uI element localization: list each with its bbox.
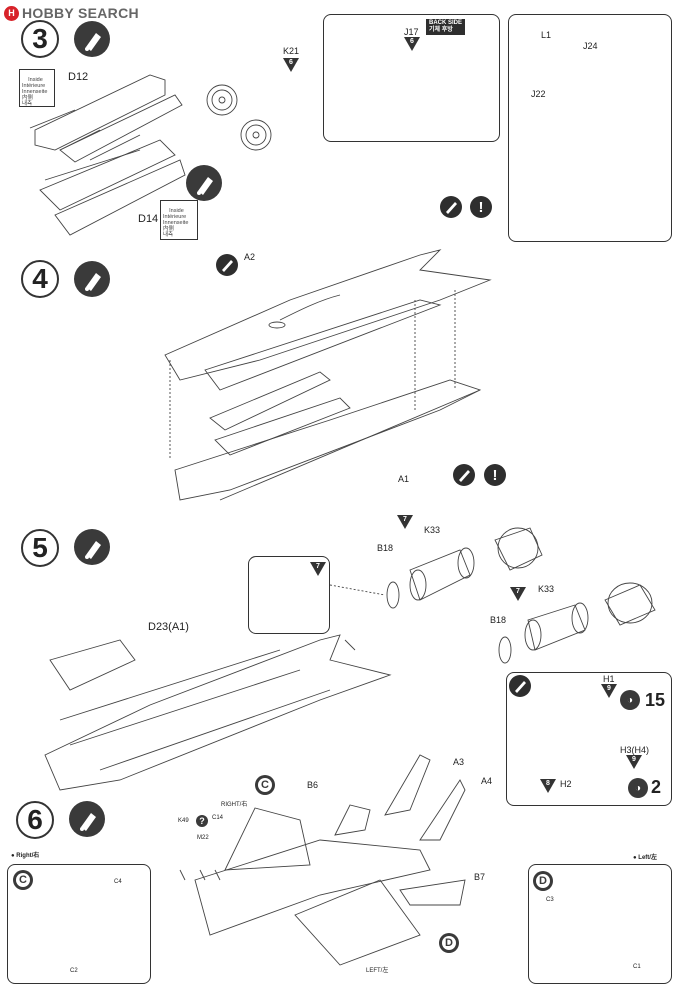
- color-triangle-h1: 9: [601, 684, 617, 698]
- part-label-m22: M22: [197, 835, 209, 841]
- cement-icon: [74, 261, 110, 297]
- part-label-c14: C14: [212, 815, 224, 821]
- nose-inset-box: [508, 14, 672, 242]
- step-6-badge: 6: [16, 801, 54, 839]
- color-triangle-inset: 7: [310, 562, 326, 576]
- step-number: 5: [32, 532, 48, 563]
- watermark-text: HOBBY SEARCH: [22, 5, 139, 21]
- cement-icon: [74, 21, 110, 57]
- right-side-label: RIGHT/右: [221, 802, 248, 808]
- backside-label: BACK SIDE 기체 후방: [426, 19, 466, 35]
- part-label-c4: C4: [114, 879, 122, 885]
- part-label-k33: K33: [424, 525, 441, 535]
- color-triangle-h3: 9: [626, 755, 642, 769]
- step5-fuselage: [44, 634, 392, 791]
- step-3-badge: 3: [21, 20, 59, 58]
- step4-fuselage: [164, 249, 492, 501]
- subassembly-c-marker: C: [255, 775, 275, 795]
- warning-icon: !: [470, 196, 492, 218]
- inside-note-text: Inside Intérieure Innenseite 内侧 내측: [163, 208, 189, 238]
- step3-intake-parts: [29, 74, 186, 236]
- step3-wheels: [206, 84, 272, 151]
- right-box-title: ● Right/右: [11, 853, 40, 859]
- subassembly-d-marker: D: [533, 871, 553, 891]
- step5-nozzles: [386, 527, 656, 664]
- part-label-k33: K33: [538, 584, 555, 594]
- part-label-d23: D23(A1): [148, 621, 189, 633]
- inside-note-text: Inside Intérieure Innenseite 内侧 내측: [22, 77, 48, 107]
- subassembly-d-marker: D: [439, 933, 459, 953]
- color-triangle-k21: 6: [283, 58, 299, 72]
- part-label-j17: J17: [404, 27, 419, 37]
- part-label-j24: J24: [583, 41, 598, 51]
- part-label-h1: H1: [603, 674, 615, 684]
- part-label-c1: C1: [633, 964, 641, 970]
- part-label-c3: C3: [546, 897, 554, 903]
- part-label-j22: J22: [531, 89, 546, 99]
- decal-icon: ◑: [628, 778, 648, 798]
- decal-number-2: 2: [651, 777, 662, 797]
- color-triangle-j17: 6: [404, 37, 420, 51]
- left-box-title: ● Left/左: [633, 855, 657, 861]
- cement-icon: [69, 801, 105, 837]
- subassembly-c-marker: C: [13, 870, 33, 890]
- part-label-b18: B18: [490, 615, 507, 625]
- part-label-l1: L1: [541, 30, 552, 40]
- left-side-label: LEFT/左: [366, 968, 389, 974]
- inside-note-2: Inside Intérieure Innenseite 内侧 내측: [160, 200, 198, 240]
- part-label-h3: H3(H4): [620, 745, 650, 755]
- decal-icon: ◑: [620, 690, 640, 710]
- exhaust-inset-box: [506, 672, 672, 806]
- question-icon: ?: [196, 815, 208, 827]
- part-label-d12: D12: [68, 71, 89, 83]
- backside-inset-box: [323, 14, 500, 142]
- step6-aircraft: [179, 754, 466, 966]
- knife-icon: [453, 464, 475, 486]
- step-number: 3: [32, 23, 48, 54]
- part-label-c2: C2: [70, 968, 78, 974]
- part-label-h2: H2: [560, 779, 572, 789]
- knife-icon: [216, 254, 238, 276]
- color-triangle-k33: 7: [397, 515, 413, 529]
- part-label-a2: A2: [244, 252, 256, 262]
- part-label-a3: A3: [453, 757, 465, 767]
- knife-icon: [509, 675, 531, 697]
- warning-icon: !: [484, 464, 506, 486]
- inside-note-1: Inside Intérieure Innenseite 内侧 내측: [19, 69, 55, 107]
- cement-icon: [74, 529, 110, 565]
- part-label-b6: B6: [307, 780, 319, 790]
- part-label-k21: K21: [283, 46, 300, 56]
- part-label-a1: A1: [398, 474, 410, 484]
- cement-icon: [186, 165, 222, 201]
- decal-number-15: 15: [645, 690, 666, 710]
- hobby-search-logo-icon: H: [4, 5, 19, 21]
- knife-icon: [440, 196, 462, 218]
- part-label-a4: A4: [481, 776, 493, 786]
- color-triangle-k33: 7: [510, 587, 526, 601]
- step-4-badge: 4: [21, 260, 59, 298]
- color-triangle-h2: 8: [540, 779, 556, 793]
- step-number: 4: [32, 263, 48, 294]
- part-label-k49: K49: [178, 818, 189, 824]
- step-number: 6: [27, 804, 43, 835]
- part-label-b18: B18: [377, 543, 394, 553]
- part-label-b7: B7: [474, 872, 486, 882]
- step-5-badge: 5: [21, 529, 59, 567]
- part-label-d14: D14: [138, 213, 159, 225]
- watermark: H HOBBY SEARCH: [4, 5, 139, 21]
